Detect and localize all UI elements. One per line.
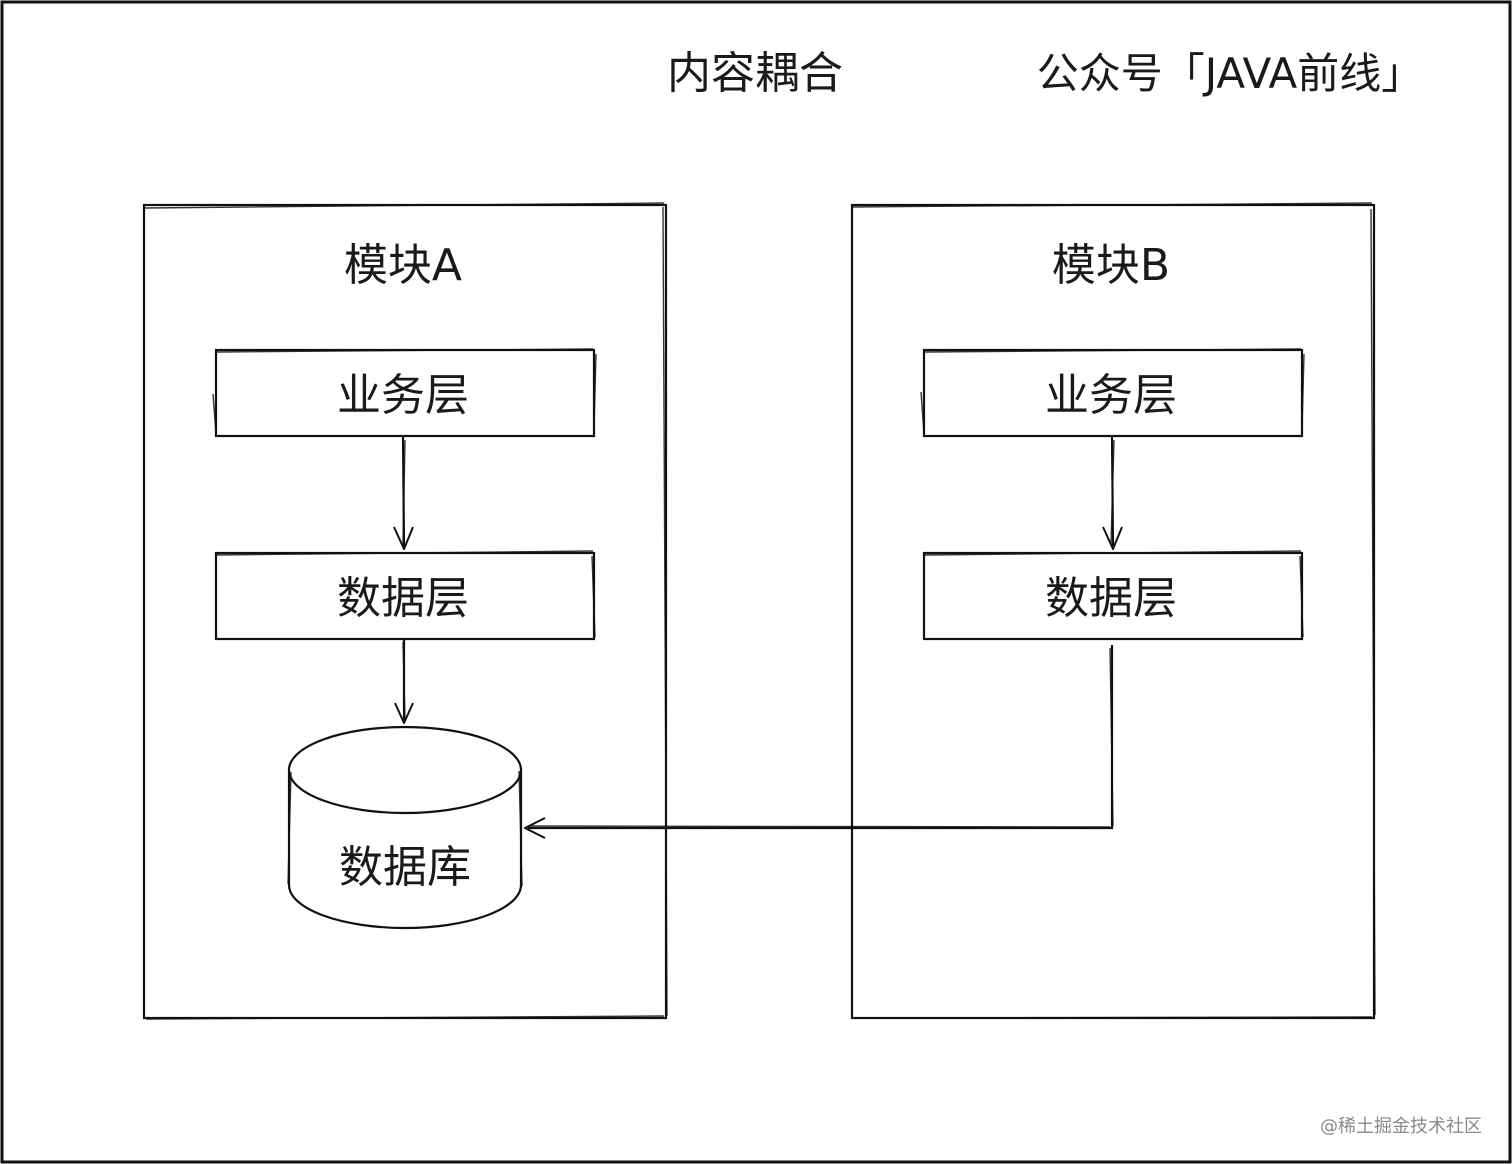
module-a-container [142,202,668,1020]
database-cylinder [287,725,523,930]
module-a-title: 模块A [344,240,462,291]
module-a-business-layer-label: 业务层 [337,370,469,421]
module-a-business-layer-box [212,348,597,438]
module-a-data-layer-box [214,550,596,641]
database-label: 数据库 [339,842,471,893]
module-b-business-layer-label: 业务层 [1045,370,1177,421]
module-a-data-layer-label: 数据层 [337,573,469,624]
module-a-arrow-data-to-database [394,640,414,724]
account-label: 公众号「JAVA前线」 [1037,49,1423,98]
module-a-arrow-business-to-data [393,436,414,550]
module-b-title: 模块B [1052,240,1170,291]
diagram-title: 内容耦合 [667,48,843,99]
module-b-container [850,202,1376,1020]
module-b-data-layer-label: 数据层 [1045,573,1177,624]
module-b-data-layer-box [922,550,1304,641]
arrow-module-b-data-to-module-a-database [524,645,1114,839]
module-b-business-layer-box [920,348,1305,438]
module-b-arrow-business-to-data [1102,436,1123,550]
watermark: @稀土掘金技术社区 [1320,1116,1482,1137]
